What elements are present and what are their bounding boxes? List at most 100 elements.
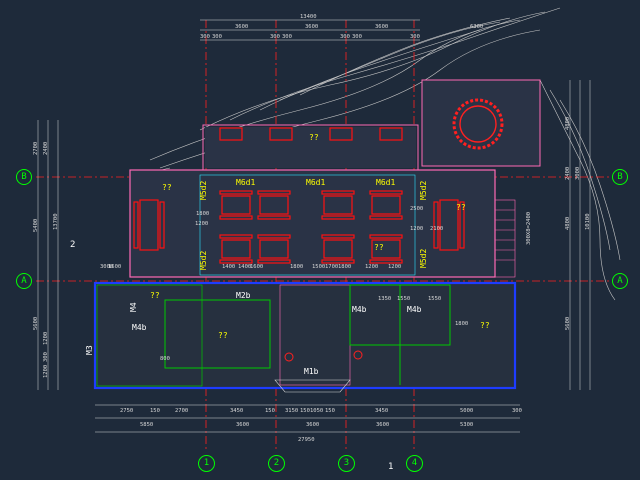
door-tag-m1b: M1b	[304, 367, 319, 376]
terrace-table	[379, 127, 403, 141]
dim-right: 4800	[565, 117, 571, 130]
dining-table	[323, 239, 353, 259]
long-table-chairs	[459, 201, 465, 249]
dim-bottom-row1: 300	[512, 408, 522, 414]
dim-inner: 1800	[196, 211, 209, 217]
dining-chairs	[369, 190, 403, 195]
dim-bottom-row1: 2700	[175, 408, 188, 414]
long-table-chairs	[433, 201, 439, 249]
door-tag-m4b: M4b	[352, 305, 367, 314]
dim-bottom-total: 27950	[298, 437, 315, 443]
long-table	[439, 199, 459, 251]
dim-top-segment: 3600	[305, 24, 318, 30]
door-tag-m6d1: M6d1	[376, 178, 395, 187]
dim-left: 1200	[43, 332, 49, 345]
dim-right: 2400	[565, 167, 571, 180]
dimension-lines	[37, 19, 591, 433]
dining-chairs	[257, 234, 291, 239]
dim-top-offset: 300	[282, 34, 292, 40]
dim-bottom-row1: 150	[150, 408, 160, 414]
dim-bottom-row1: 1050	[310, 408, 323, 414]
dim-right: 3000	[575, 167, 581, 180]
axis-bubble-col-4: 4	[406, 455, 423, 472]
door-tag-m3: M3	[85, 345, 94, 355]
dim-inner: 1200	[410, 226, 423, 232]
right-stair	[494, 199, 516, 278]
long-table	[139, 199, 159, 251]
dim-top-offset: 300	[200, 34, 210, 40]
dim-top-offset: 300	[410, 34, 420, 40]
dining-table	[221, 195, 251, 215]
dining-chairs	[219, 259, 253, 264]
dim-inner: 1200	[388, 264, 401, 270]
dim-inner: 1550	[397, 296, 410, 302]
axis-bubble-col-1: 1	[198, 455, 215, 472]
room-mark: ??	[374, 243, 384, 252]
dim-bottom-row1: 5000	[460, 408, 473, 414]
dim-left: 5400	[33, 219, 39, 232]
dining-chairs	[257, 190, 291, 195]
dim-inner: 1700	[325, 264, 338, 270]
dim-inner: 1600	[250, 264, 263, 270]
dim-top-offset: 300	[352, 34, 362, 40]
dim-inner: 800	[160, 356, 170, 362]
section-mark-right: 2	[70, 240, 76, 250]
dim-right: 4800	[565, 217, 571, 230]
dim-inner: 1350	[378, 296, 391, 302]
dim-top-offset: 300	[270, 34, 280, 40]
door-tag-m4: M4	[129, 302, 138, 312]
room-mark: ??	[218, 331, 228, 340]
dining-table	[221, 239, 251, 259]
section-mark-bottom: 1	[388, 462, 394, 472]
dim-left: 5600	[33, 317, 39, 330]
door-tag-m4b: M4b	[407, 305, 422, 314]
dining-table	[259, 239, 289, 259]
dim-bottom-row1: 3450	[230, 408, 243, 414]
dining-chairs	[369, 215, 403, 220]
dim-left: 13700	[53, 213, 59, 230]
dining-chairs	[321, 215, 355, 220]
terrace-table	[329, 127, 353, 141]
dining-chairs	[257, 259, 291, 264]
dim-inner: 1600	[108, 264, 121, 270]
rooftop-deck	[421, 79, 541, 167]
dim-inner: 1800	[290, 264, 303, 270]
axis-bubble-row-a-left: A	[16, 273, 32, 289]
dim-inner: 3000	[100, 264, 113, 270]
dim-inner: 1500	[312, 264, 325, 270]
lower-wing	[93, 281, 517, 393]
dim-top-segment: 3600	[235, 24, 248, 30]
dim-top-segment: 3600	[375, 24, 388, 30]
door-tag-m5d2: M5d2	[199, 181, 208, 200]
dim-left: 2400	[43, 142, 49, 155]
dim-inner: 1800	[455, 321, 468, 327]
axis-bubble-col-3: 3	[338, 455, 355, 472]
dining-chairs	[219, 234, 253, 239]
door-tag-m5d2: M5d2	[199, 251, 208, 270]
dim-bottom-row1: 150	[265, 408, 275, 414]
door-tag-m6d1: M6d1	[236, 178, 255, 187]
room-mark: ??	[480, 321, 490, 330]
room-mark: ??	[309, 133, 319, 142]
axis-bubble-col-2: 2	[268, 455, 285, 472]
dim-bottom-row2: 3600	[236, 422, 249, 428]
dim-inner: 1200	[365, 264, 378, 270]
upper-terrace	[202, 124, 419, 171]
long-table-chairs	[133, 201, 139, 249]
dim-right: 10100	[585, 213, 591, 230]
dining-furniture	[133, 127, 465, 264]
dim-inner: 1800	[338, 264, 351, 270]
dim-bottom-row1: 150	[300, 408, 310, 414]
dim-top-right: 6300	[470, 24, 483, 30]
dim-bottom-row2: 5850	[140, 422, 153, 428]
door-tag-m5d2: M5d2	[419, 181, 428, 200]
dining-chairs	[219, 190, 253, 195]
axis-bubble-row-a-right: A	[612, 273, 628, 289]
room-mark: ??	[456, 203, 466, 212]
dim-inner: 1550	[428, 296, 441, 302]
door-tag-m4b: M4b	[132, 323, 147, 332]
dining-chairs	[369, 259, 403, 264]
